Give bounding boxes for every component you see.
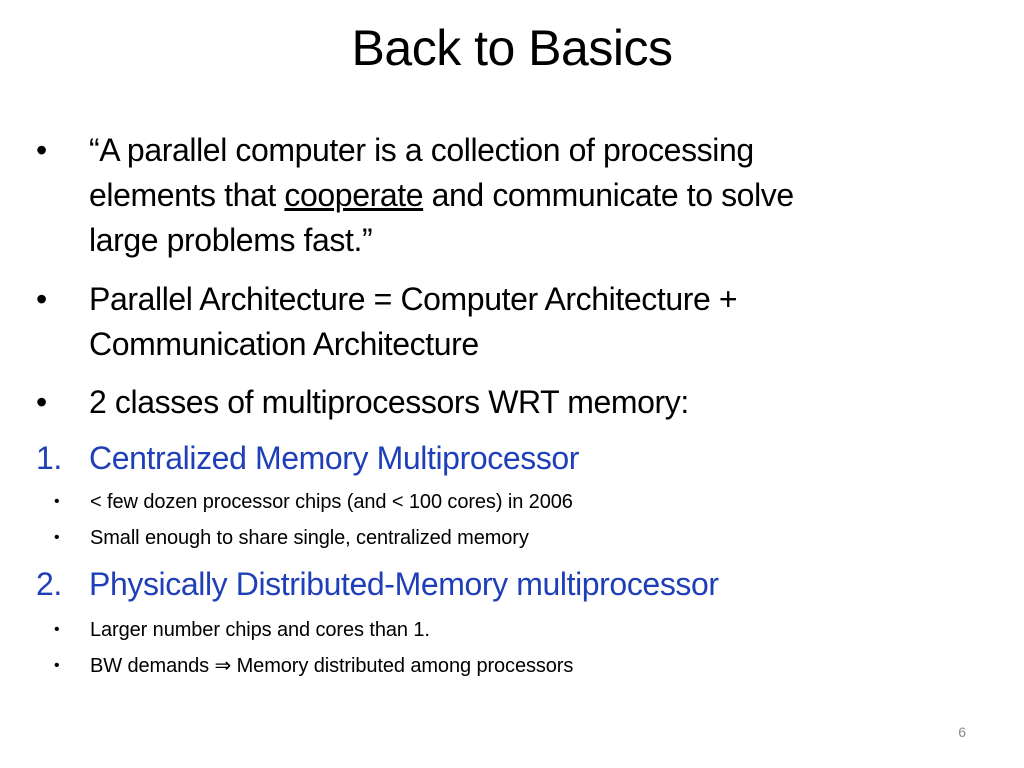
- bullet-text: 2 classes of multiprocessors WRT memory:: [89, 384, 689, 420]
- slide-title: Back to Basics: [351, 20, 673, 76]
- item-number: 1.: [36, 440, 62, 476]
- bullet-icon: •: [36, 132, 47, 168]
- bullet-icon: •: [36, 281, 47, 317]
- sub-bullet-text: < few dozen processor chips (and < 100 c…: [90, 491, 573, 513]
- page-number: 6: [958, 724, 966, 740]
- bullet-icon: •: [54, 493, 60, 510]
- sub-bullet-text: BW demands ⇒ Memory distributed among pr…: [90, 655, 574, 677]
- bullet-icon: •: [54, 657, 60, 674]
- bullet-line: Parallel Architecture = Computer Archite…: [89, 281, 738, 317]
- numbered-heading: Physically Distributed-Memory multiproce…: [89, 566, 719, 602]
- sub-bullet-text: Small enough to share single, centralize…: [90, 527, 529, 549]
- sub-bullet-text: Larger number chips and cores than 1.: [90, 619, 430, 641]
- numbered-heading: Centralized Memory Multiprocessor: [89, 440, 580, 476]
- bullet-text-segment: elements that: [89, 177, 285, 213]
- item-number: 2.: [36, 566, 62, 602]
- bullet-text: “A parallel computer is a collection of …: [89, 128, 989, 263]
- bullet-line: Communication Architecture: [89, 326, 479, 362]
- bullet-icon: •: [54, 529, 60, 546]
- bullet-icon: •: [36, 384, 47, 420]
- bullet-icon: •: [54, 621, 60, 638]
- bullet-line: “A parallel computer is a collection of …: [89, 132, 754, 168]
- bullet-line: large problems fast.”: [89, 222, 373, 258]
- bullet-text-segment: and communicate to solve: [423, 177, 795, 213]
- bullet-line: elements that cooperate and communicate …: [89, 173, 989, 218]
- underlined-term: cooperate: [284, 177, 424, 213]
- bullet-text: Parallel Architecture = Computer Archite…: [89, 277, 989, 367]
